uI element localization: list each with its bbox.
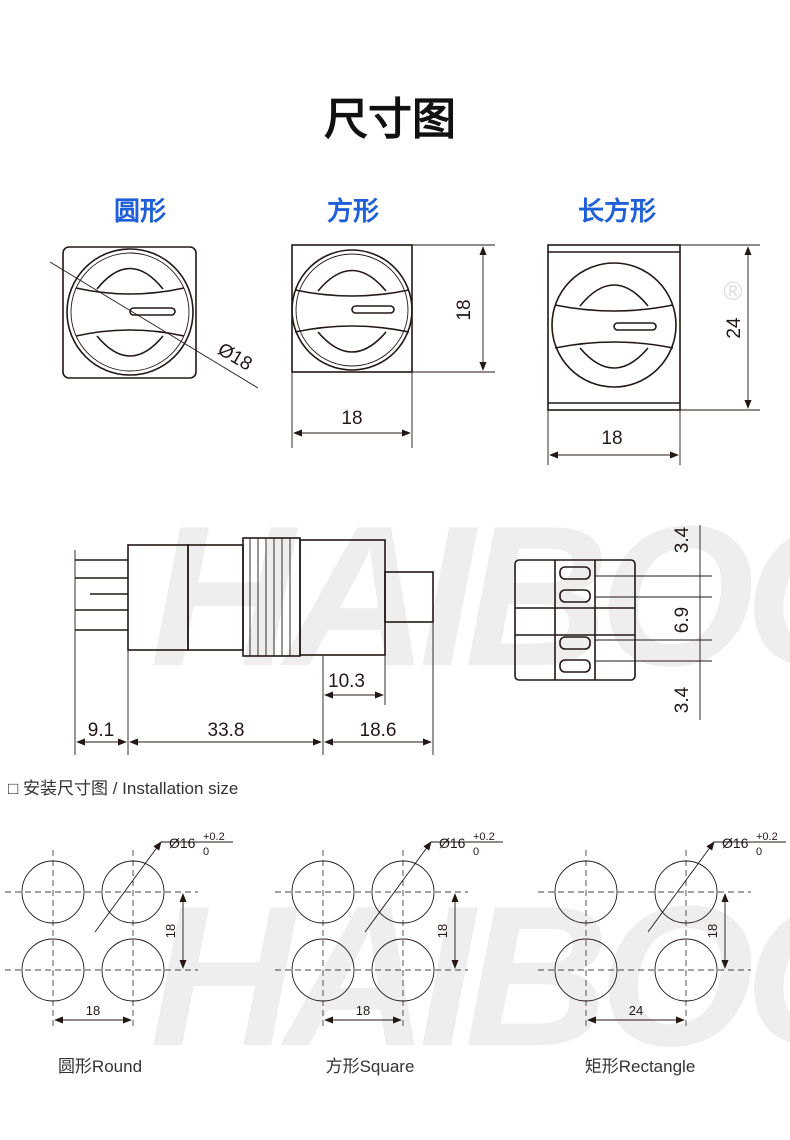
round-diameter-label: Ø18 [214,339,256,375]
dim-6-9: 6.9 [672,607,693,633]
dim-9-1: 9.1 [88,720,114,741]
mounting-hole [21,860,85,924]
hole-diameter-label: Ø16 [169,835,196,851]
tolerance-lower: 0 [203,846,209,858]
mounting-hole [291,938,355,1002]
tolerance-lower: 0 [473,846,479,858]
side-view: 9.1 33.8 18.6 10.3 [74,537,434,755]
diameter-leader [647,841,715,933]
pitch-x-label: 18 [356,1003,370,1018]
bottom-view: 3.4 6.9 3.4 [514,525,712,720]
dim-33-8: 33.8 [208,720,245,741]
tolerance-upper: +0.2 [473,831,495,843]
mounting-hole [554,938,618,1002]
pitch-y-label: 18 [163,924,178,938]
dim-18-6: 18.6 [360,720,397,741]
tolerance-upper: +0.2 [756,831,778,843]
rectangle-height-label: 24 [724,317,745,339]
pitch-y-label: 18 [435,924,450,938]
square-label: 方形 [327,196,379,226]
diameter-leader [94,841,162,933]
dim-3-4-top: 3.4 [672,526,693,553]
mounting-hole [291,860,355,924]
installation-caption: 方形Square [326,1057,415,1076]
installation-caption: 矩形Rectangle [585,1057,696,1076]
installation-group: Ø16 +0.2 0 18 18 方形Square [275,831,503,1076]
round-front-view: Ø18 [49,246,259,389]
diameter-leader [364,841,432,933]
installation-diagrams: Ø16+0.201818圆形RoundØ16+0.201818方形SquareØ… [5,831,786,1076]
rectangle-front-view: ® 24 18 [547,244,760,465]
installation-group: Ø16 +0.2 0 18 18 圆形Round [5,831,233,1076]
round-label: 圆形 [114,196,166,226]
dim-3-4-bottom: 3.4 [672,686,693,713]
mounting-hole [101,860,165,924]
hole-diameter-label: Ø16 [439,835,466,851]
mounting-hole [371,938,435,1002]
mounting-hole [371,860,435,924]
mounting-hole [654,938,718,1002]
pitch-x-label: 18 [86,1003,100,1018]
mounting-hole [101,938,165,1002]
registered-mark: ® [723,276,742,306]
mounting-hole [21,938,85,1002]
mounting-hole [654,860,718,924]
tolerance-upper: +0.2 [203,831,225,843]
square-height-label: 18 [454,299,475,320]
page-title: 尺寸图 [324,95,456,144]
square-front-view: 18 18 [291,244,495,448]
hole-diameter-label: Ø16 [722,835,749,851]
rectangle-width-label: 18 [601,428,622,449]
rectangle-label: 长方形 [578,196,656,226]
square-width-label: 18 [341,408,362,429]
watermark-logo: HAIBOO [150,485,790,708]
installation-group: Ø16 +0.2 0 18 24 矩形Rectangle [538,831,786,1076]
pitch-y-label: 18 [705,924,720,938]
installation-caption: 圆形Round [58,1057,142,1076]
tolerance-lower: 0 [756,846,762,858]
mounting-hole [554,860,618,924]
installation-heading: □ 安装尺寸图 / Installation size [8,779,238,798]
dim-10-3: 10.3 [328,671,365,692]
watermark-logo: HAIBOO [150,865,790,1088]
pitch-x-label: 24 [629,1003,643,1018]
